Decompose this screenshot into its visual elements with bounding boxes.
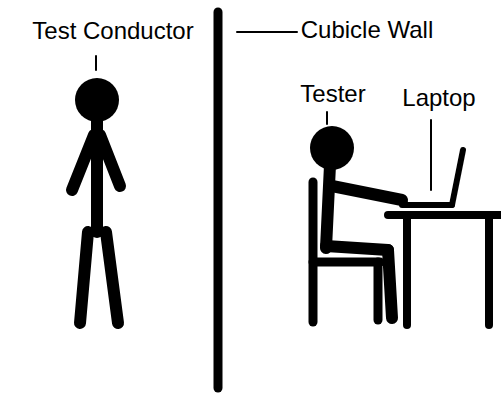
- cubicle-wall: [214, 12, 223, 388]
- leader-line: [95, 56, 97, 70]
- part-label: Laptop: [402, 84, 475, 112]
- head: [310, 126, 354, 170]
- standing-figure: [72, 115, 120, 323]
- laptop-symbol: [402, 150, 463, 205]
- leader-line: [326, 112, 328, 124]
- table: [388, 215, 501, 325]
- leader-line: [430, 120, 432, 190]
- leader-line: [237, 31, 297, 33]
- part-label: Tester: [300, 80, 365, 108]
- part-label: Cubicle Wall: [301, 16, 433, 44]
- part-label: Test Conductor: [32, 17, 193, 45]
- head: [75, 78, 119, 122]
- seated-figure: [326, 165, 402, 318]
